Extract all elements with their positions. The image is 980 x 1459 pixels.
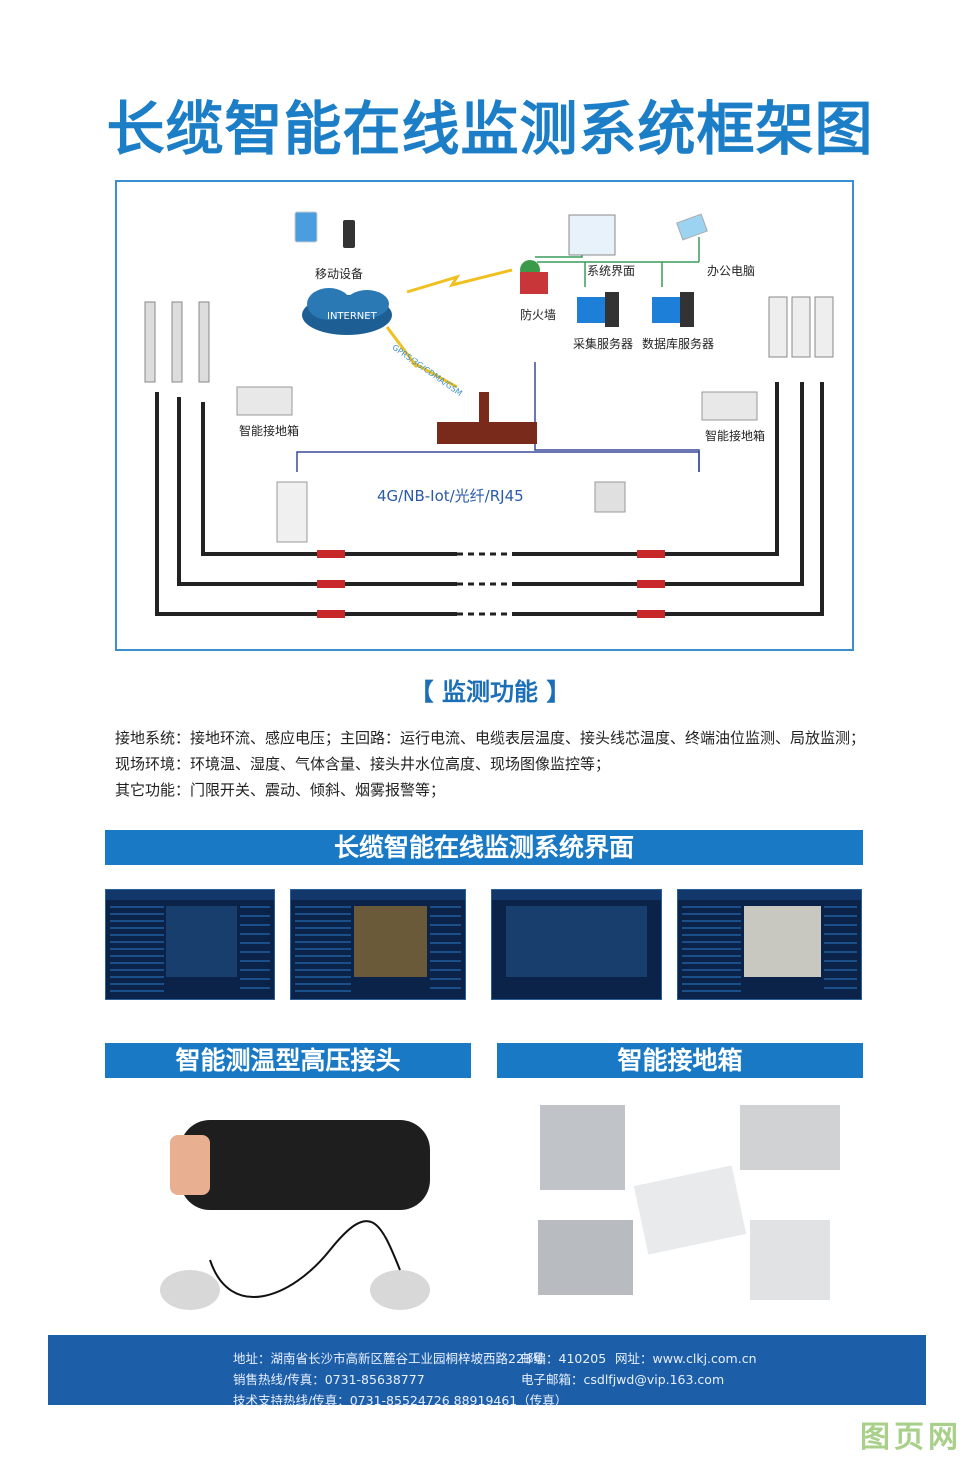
watermark: 图页网 xyxy=(860,1420,962,1455)
label-ground-box-left: 智能接地箱 xyxy=(239,424,300,438)
functions-title: 【 监测功能 】 xyxy=(409,678,571,706)
function-line: 接地系统：接地环流、感应电压；主回路：运行电流、电缆表层温度、接头线芯温度、终端… xyxy=(115,729,866,747)
footer-postcode: 邮编：410205 xyxy=(521,1351,607,1366)
page-title: 长缆智能在线监测系统框架图 xyxy=(106,95,874,163)
system-diagram: 移动设备 INTERNET GPRS/3G/CDMA/GSM 防火墙 系统界面 … xyxy=(115,180,854,651)
ui-screenshot xyxy=(677,889,862,1000)
diagram-lines xyxy=(144,211,834,618)
footer: 地址：湖南省长沙市高新区麓谷工业园桐梓坡西路223号 邮编：410205 网址：… xyxy=(48,1335,926,1408)
ui-banner: 长缆智能在线监测系统界面 xyxy=(105,830,863,865)
ground-box-banner: 智能接地箱 xyxy=(497,1043,863,1078)
label-db-server: 数据库服务器 xyxy=(642,337,715,351)
footer-address: 地址：湖南省长沙市高新区麓谷工业园桐梓坡西路223号 xyxy=(233,1351,545,1366)
joint-banner: 智能测温型高压接头 xyxy=(105,1043,471,1078)
function-line: 其它功能：门限开关、震动、倾斜、烟雾报警等； xyxy=(115,781,446,799)
label-network: 4G/NB-Iot/光纤/RJ45 xyxy=(377,487,524,505)
footer-website[interactable]: 网址：www.clkj.com.cn xyxy=(615,1351,757,1366)
function-line: 现场环境：环境温、湿度、气体含量、接头井水位高度、现场图像监控等； xyxy=(115,755,611,773)
ui-screenshot xyxy=(491,889,662,1000)
label-system-ui: 系统界面 xyxy=(587,264,636,278)
footer-email[interactable]: 电子邮箱：csdlfjwd@vip.163.com xyxy=(521,1372,725,1387)
footer-sales: 销售热线/传真：0731-85638777 xyxy=(233,1372,425,1387)
label-ground-box-right: 智能接地箱 xyxy=(705,429,766,443)
ground-box-photos xyxy=(538,1105,840,1300)
label-mobile: 移动设备 xyxy=(315,267,364,281)
cable-joint-photo xyxy=(160,1120,430,1310)
label-internet: INTERNET xyxy=(327,311,377,322)
label-collect-server: 采集服务器 xyxy=(573,337,634,351)
label-firewall: 防火墙 xyxy=(520,308,557,322)
ui-screenshot xyxy=(290,889,466,1000)
label-office-pc: 办公电脑 xyxy=(707,264,756,278)
footer-support: 技术支持热线/传真：0731-85524726 88919461（传真） xyxy=(233,1393,568,1408)
ui-screenshot xyxy=(105,889,275,1000)
